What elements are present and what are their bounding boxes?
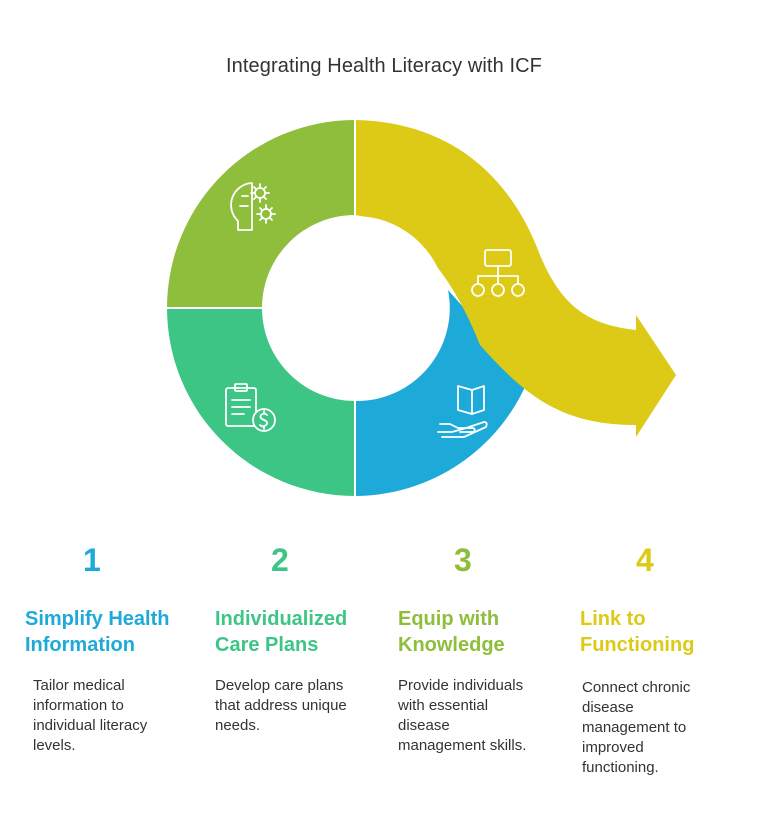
step-heading: Simplify Health Information	[25, 608, 170, 656]
step-care-plans: 2 Individualized Care Plans Develop care…	[215, 540, 375, 736]
step-number: 2	[271, 542, 289, 578]
step-heading: Equip with Knowledge	[398, 608, 505, 656]
step-knowledge: 3 Equip with Knowledge Provide individua…	[398, 540, 558, 756]
step-heading: Link to Functioning	[580, 608, 695, 656]
diagram-title: Integrating Health Literacy with ICF	[226, 55, 542, 77]
segment-bottom-left	[167, 308, 355, 496]
step-description: Provide individuals with essential disea…	[398, 677, 527, 754]
brain-gears-icon	[230, 182, 276, 231]
step-number: 4	[636, 542, 654, 578]
clipboard-dollar-icon	[225, 383, 276, 432]
segment-arrow	[355, 120, 676, 437]
hand-book-icon	[437, 385, 488, 438]
hierarchy-icon	[471, 249, 525, 297]
cycle-diagram	[167, 120, 676, 496]
step-functioning: 4 Link to Functioning Connect chronic di…	[580, 540, 740, 778]
step-heading: Individualized Care Plans	[215, 608, 348, 656]
step-simplify: 1 Simplify Health Information Tailor med…	[25, 540, 195, 756]
step-number: 1	[83, 542, 101, 578]
step-number: 3	[454, 542, 472, 578]
step-description: Connect chronic disease management to im…	[582, 679, 691, 776]
step-description: Develop care plans that address unique n…	[215, 677, 347, 734]
step-description: Tailor medical information to individual…	[33, 677, 148, 754]
